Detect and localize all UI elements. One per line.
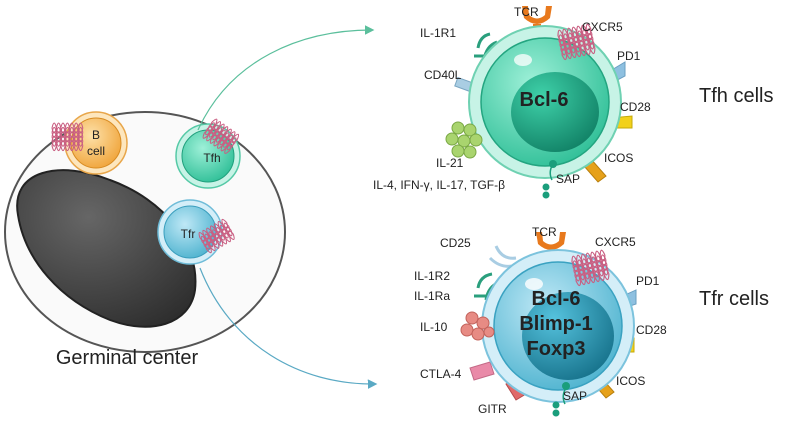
tfh-sap-icon	[542, 160, 557, 199]
tfr-label-gitr: GITR	[478, 402, 507, 416]
tfh-label-cd40l: CD40L	[424, 68, 462, 82]
tfh-cells-title: Tfh cells	[699, 85, 773, 107]
b-cell-receptor-icon	[51, 122, 84, 152]
arrow-to-tfr	[199, 267, 378, 389]
germinal-center-title: Germinal center	[56, 347, 199, 369]
tfh-label-sap: SAP	[556, 172, 580, 186]
tfr-label-sap: SAP	[563, 389, 587, 403]
tfr-label-cxcr5: CXCR5	[595, 235, 636, 249]
tfr-label-cd25: CD25	[440, 236, 471, 250]
gc-tfr-label: Tfr	[181, 227, 196, 241]
tfr-sap-icon	[552, 382, 570, 417]
tfh-label-cd28: CD28	[620, 100, 651, 114]
tfh-label-pd1: PD1	[617, 49, 641, 63]
tfr-label-ctla4: CTLA-4	[420, 367, 462, 381]
tfr-label-icos: ICOS	[616, 374, 645, 388]
gc-tfh-label: Tfh	[203, 151, 220, 165]
b-cell-label-1: B	[92, 128, 100, 142]
tfr-label-pd1: PD1	[636, 274, 660, 288]
tfr-label-il10: IL-10	[420, 320, 448, 334]
tfh-cytokines-2: IL-4, IFN-γ, IL-17, TGF-β	[373, 178, 505, 192]
cd25-icon	[488, 245, 517, 268]
tfh-label-cxcr5: CXCR5	[582, 20, 623, 34]
tfh-cytokine-cluster	[445, 121, 483, 159]
germinal-center-group: B cell Tfh Tfr Germinal center	[4, 111, 286, 369]
arrow-to-tfh	[197, 25, 375, 131]
tfr-label-il1ra: IL-1Ra	[414, 289, 450, 303]
il10-cluster	[460, 311, 495, 341]
tfr-nucleus-line1: Bcl-6	[532, 288, 581, 310]
tfr-label-cd28: CD28	[636, 323, 667, 337]
tfr-nucleus-line2: Blimp-1	[519, 313, 592, 335]
tfh-label-tcr: TCR	[514, 5, 539, 19]
tfr-label-tcr: TCR	[532, 225, 557, 239]
b-cell-label-2: cell	[87, 144, 105, 158]
tfr-label-il1r2: IL-1R2	[414, 269, 450, 283]
tfr-cells-title: Tfr cells	[699, 288, 769, 310]
tfr-nucleus-line3: Foxp3	[527, 338, 586, 360]
tfh-nucleus-label: Bcl-6	[520, 89, 569, 111]
tfh-cell: Bcl-6 TCR IL-1R1 CXCR5 PD1 CD40L CD28 I	[373, 5, 773, 199]
ctla4-icon	[469, 361, 495, 381]
tfh-label-icos: ICOS	[604, 151, 633, 165]
dark-zone	[16, 169, 197, 328]
tfh-label-il1r1: IL-1R1	[420, 26, 456, 40]
tfh-cytokines-1: IL-21	[436, 156, 464, 170]
tfr-cell: Bcl-6 Blimp-1 Foxp3 TCR CD25 CXCR5 IL-1R…	[414, 225, 769, 417]
